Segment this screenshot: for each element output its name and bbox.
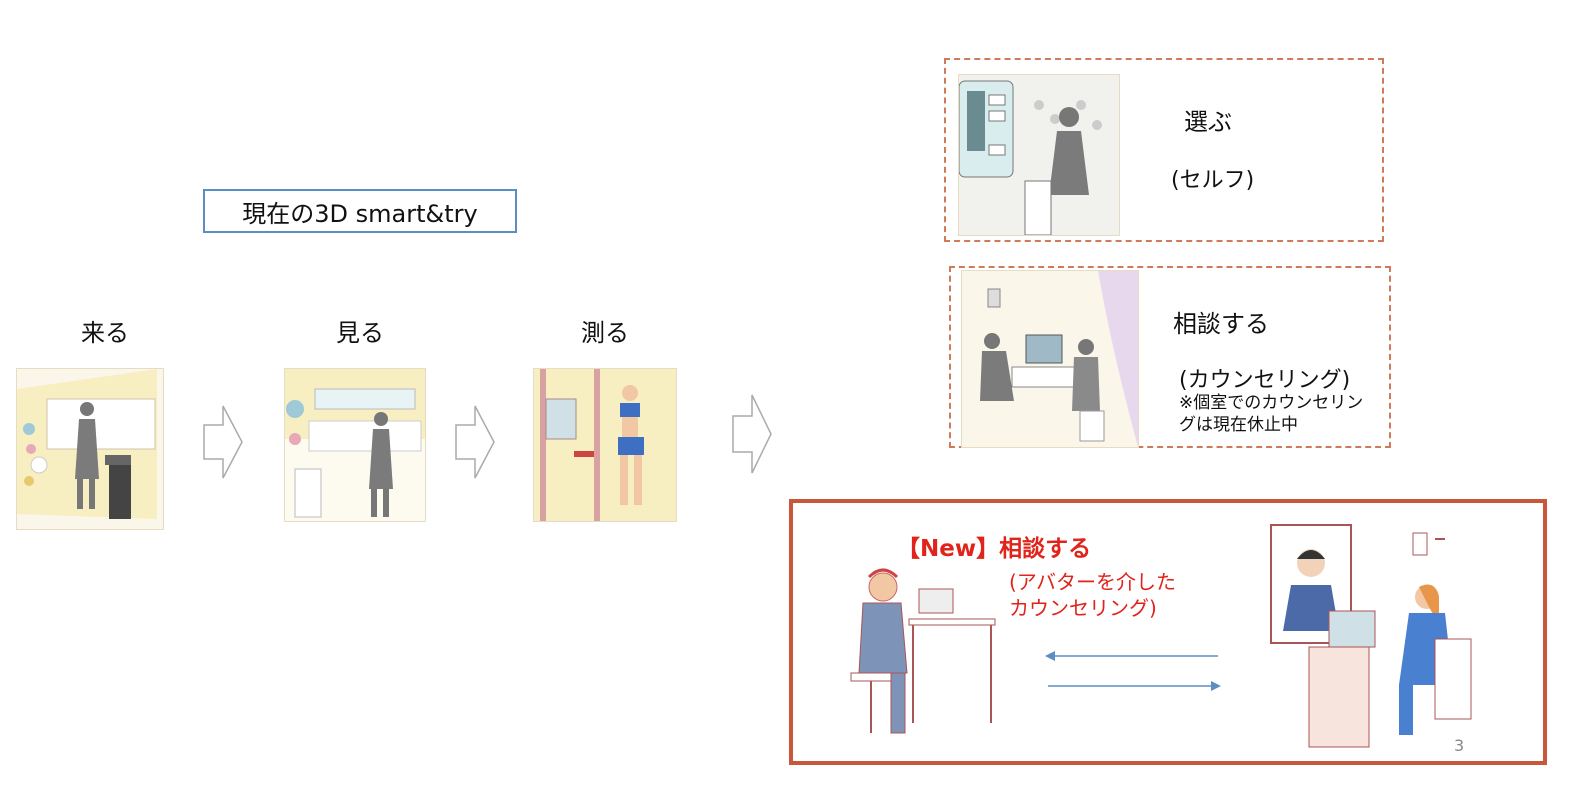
option-new-consult-title: 【New】相談する	[897, 536, 1092, 562]
option-select-box: 選ぶ (セルフ)	[944, 58, 1384, 242]
step-label-see: 見る	[336, 319, 384, 347]
counseling-illustration	[961, 270, 1139, 448]
option-new-consult-sub: (アバターを介した カウンセリング)	[1009, 569, 1176, 621]
option-consult-box: 相談する (カウンセリング) ※個室でのカウンセリン グは現在休止中	[949, 266, 1391, 448]
option-new-consult-sub-line2: カウンセリング)	[1009, 596, 1157, 620]
option-select-sub: (セルフ)	[1171, 168, 1255, 193]
self-select-illustration	[958, 74, 1120, 236]
step-label-measure: 測る	[581, 319, 629, 347]
avatar-counseling-illustration	[1269, 515, 1505, 755]
page-number: 3	[1454, 736, 1465, 755]
measure-booth-illustration	[533, 368, 677, 522]
option-consult-note-line1: ※個室でのカウンセリン	[1179, 393, 1364, 413]
remote-counselor-illustration	[841, 563, 1011, 743]
step-label-come: 来る	[81, 319, 129, 347]
option-consult-title: 相談する	[1173, 310, 1269, 338]
option-new-consult-box: 【New】相談する (アバターを介した カウンセリング)	[789, 499, 1547, 765]
option-new-consult-sub-line1: (アバターを介した	[1009, 570, 1177, 594]
page-title: 現在の3D smart&try	[203, 189, 517, 233]
option-select-title: 選ぶ	[1184, 108, 1232, 136]
option-consult-note-line2: グは現在休止中	[1179, 415, 1298, 435]
arrow-right-icon	[1211, 681, 1221, 691]
browse-products-illustration	[284, 368, 426, 522]
bidirectional-arrows	[1043, 648, 1223, 698]
option-consult-sub: (カウンセリング)	[1179, 368, 1351, 393]
arrow-right-icon	[203, 405, 243, 479]
store-entrance-icon	[17, 369, 157, 519]
counseling-icon	[962, 271, 1138, 447]
remote-counselor-icon	[850, 568, 996, 734]
browse-products-icon	[285, 369, 425, 521]
arrow-right-icon	[732, 394, 772, 474]
measure-booth-icon	[534, 369, 676, 521]
page-title-text: 現在の3D smart&try	[242, 199, 478, 228]
self-select-icon	[959, 75, 1119, 235]
store-entrance-illustration	[16, 368, 164, 530]
avatar-mirror-icon	[1270, 524, 1472, 748]
option-consult-note: ※個室でのカウンセリン グは現在休止中	[1179, 392, 1363, 436]
arrow-right-icon	[455, 405, 495, 479]
arrow-left-icon	[1045, 651, 1055, 661]
